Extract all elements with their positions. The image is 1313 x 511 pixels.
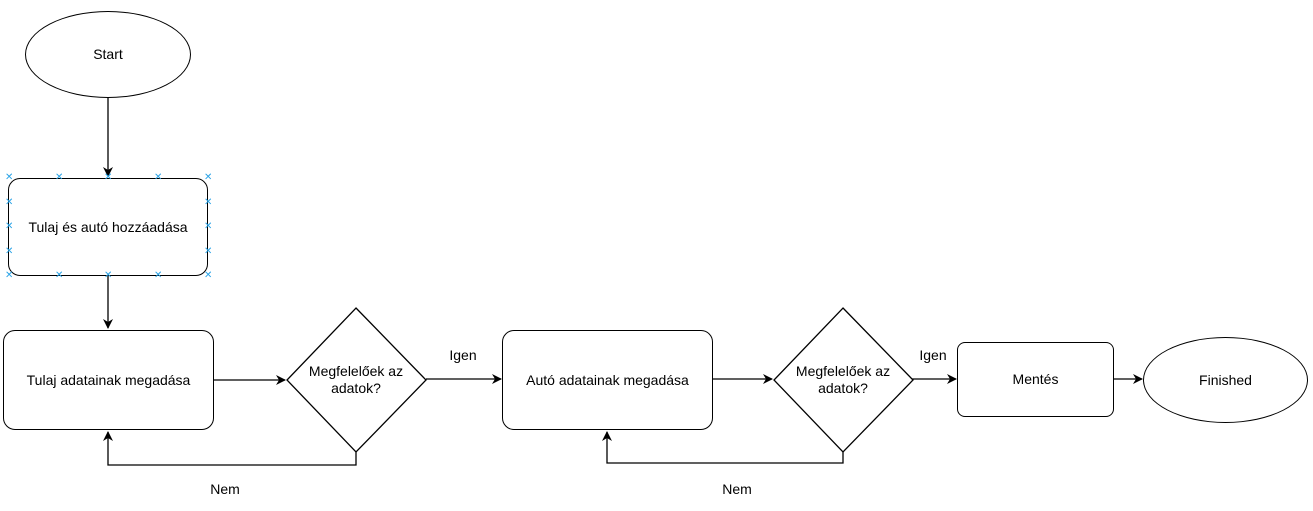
finished-label: Finished: [1199, 371, 1252, 388]
selection-handle[interactable]: ✕: [204, 246, 213, 257]
add-owner-car-label: Tulaj és autó hozzáadása: [28, 218, 188, 235]
save-label: Mentés: [1012, 371, 1059, 387]
selection-handle[interactable]: ✕: [204, 221, 213, 232]
selection-handle[interactable]: ✕: [154, 270, 163, 281]
edge-check2-no: [602, 431, 844, 464]
decision-diamond-1[interactable]: [286, 307, 427, 453]
finished-node[interactable]: Finished: [1143, 337, 1308, 423]
edge-check1-no: [103, 431, 357, 466]
decision-1-text: Megfelelőek az adatok?: [308, 363, 404, 396]
selection-handle[interactable]: ✕: [204, 172, 213, 183]
edge-label-no-1: Nem: [210, 481, 240, 497]
selection-handle[interactable]: ✕: [5, 246, 14, 257]
selection-handle[interactable]: ✕: [5, 172, 14, 183]
start-label: Start: [93, 46, 123, 62]
edge-label-yes-2: Igen: [919, 347, 947, 363]
start-node[interactable]: Start: [25, 11, 191, 98]
selection-handle[interactable]: ✕: [5, 221, 14, 232]
edge-label-yes-1: Igen: [449, 347, 477, 363]
decision-diamond-2[interactable]: [773, 307, 914, 453]
selection-handle[interactable]: ✕: [5, 197, 14, 208]
selection-handle[interactable]: ✕: [55, 270, 64, 281]
selection-handle[interactable]: ✕: [154, 172, 163, 183]
selection-handle[interactable]: ✕: [5, 270, 14, 281]
owner-data-label: Tulaj adatainak megadása: [26, 371, 191, 388]
owner-data-node[interactable]: Tulaj adatainak megadása: [3, 330, 214, 430]
car-data-label: Autó adatainak megadása: [526, 371, 689, 388]
edge-label-no-2: Nem: [722, 481, 752, 497]
add-owner-car-node[interactable]: Tulaj és autó hozzáadása: [8, 178, 208, 276]
car-data-node[interactable]: Autó adatainak megadása: [502, 330, 713, 430]
save-node[interactable]: Mentés: [957, 342, 1114, 417]
selection-handle[interactable]: ✕: [104, 270, 113, 281]
decision-2-text: Megfelelőek az adatok?: [795, 363, 891, 396]
selection-handle[interactable]: ✕: [55, 172, 64, 183]
selection-handle[interactable]: ✕: [204, 197, 213, 208]
selection-handle[interactable]: ✕: [104, 172, 113, 183]
selection-handle[interactable]: ✕: [204, 270, 213, 281]
